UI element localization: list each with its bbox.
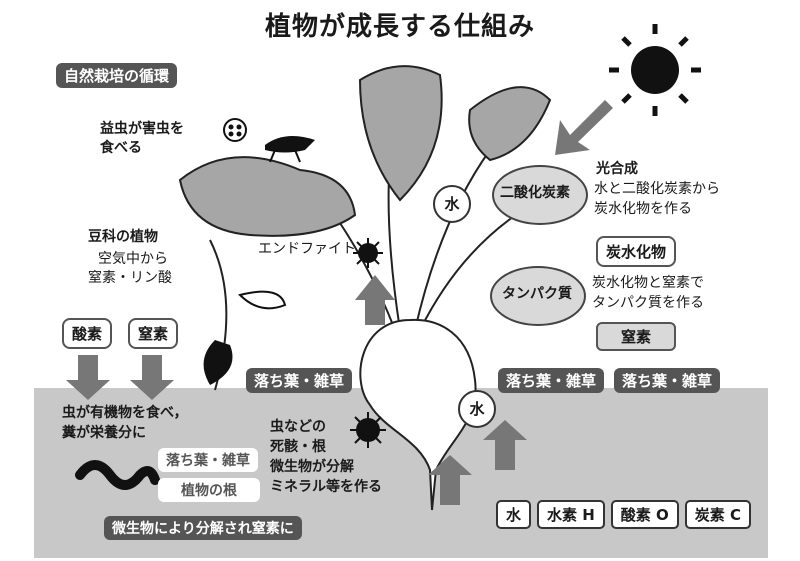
photosynthesis-line-2: 炭水化物を作る (594, 201, 692, 217)
section-label: 自然栽培の循環 (56, 63, 178, 88)
legume-line-2: 窒素・リン酸 (88, 270, 172, 286)
leaf-center (358, 65, 443, 202)
decomp-line-2: 死骸・根 (270, 439, 326, 455)
pea-plant-icon (203, 239, 287, 391)
decomp-line-3: 微生物が分解 (270, 459, 354, 475)
soil-insect-line-1: 虫が有機物を食べ， (62, 405, 188, 421)
grasshopper-icon (265, 136, 315, 163)
water-up-arrow-1 (428, 455, 472, 505)
sunlight-arrow (555, 100, 613, 155)
bottom-label: 微生物により分解され窒素に (104, 516, 302, 540)
co2-bubble (492, 165, 588, 225)
protein-desc-line-1: 炭水化物と窒素で (592, 275, 704, 291)
water-circle-soil: 水 (458, 390, 496, 428)
legume-heading: 豆科の植物 (88, 229, 158, 245)
oxygen-down-arrow (66, 355, 110, 400)
soil-insect-line-2: 糞が栄養分に (62, 425, 146, 441)
water-up-arrow-2 (483, 420, 527, 470)
nitrogen-down-arrow (130, 355, 174, 400)
page-title: 植物が成長する仕組み (264, 12, 535, 42)
element-hydrogen: 水素 H (537, 500, 605, 529)
element-water: 水 (496, 500, 532, 529)
protein-desc-line-2: タンパク質を作る (592, 295, 704, 311)
worm-icon (75, 460, 160, 490)
element-carbon: 炭素 C (684, 500, 752, 529)
element-oxygen: 酸素 O (610, 500, 679, 529)
endophyte-label: エンドファイト (258, 241, 356, 257)
nitrogen-box: 窒素 (596, 322, 676, 351)
leaf-left (178, 156, 357, 237)
sun-icon (609, 24, 701, 116)
protein-bubble (490, 266, 586, 326)
turnip-bulb (359, 318, 477, 511)
fallen-leaves-tag-2: 落ち葉・雑草 (498, 368, 605, 393)
insects-line-1: 益虫が害虫を (100, 121, 184, 137)
decomp-line-1: 虫などの (270, 419, 326, 435)
roots-chip: 植物の根 (158, 478, 260, 502)
endophyte-microbe-icon (353, 238, 383, 268)
nitrogen-tag: 窒素 (128, 318, 179, 349)
co2-label: 二酸化炭素 (500, 185, 570, 201)
photosynthesis-line-1: 水と二酸化炭素から (594, 181, 720, 197)
element-row: 水 水素 H 酸素 O 炭素 C (496, 500, 752, 529)
oxygen-tag: 酸素 (62, 318, 113, 349)
water-circle-top: 水 (433, 185, 471, 223)
decomp-line-4: ミネラル等を作る (270, 479, 382, 495)
fallen-leaves-chip: 落ち葉・雑草 (158, 448, 258, 472)
protein-label: タンパク質 (502, 286, 572, 302)
fallen-leaves-tag-3: 落ち葉・雑草 (614, 368, 721, 393)
photosynthesis-heading: 光合成 (596, 161, 638, 177)
leaf-right (468, 86, 552, 162)
fallen-leaves-tag-1: 落ち葉・雑草 (246, 368, 353, 393)
legume-line-1: 空気中から (98, 251, 168, 267)
growth-arrow (355, 275, 395, 325)
ladybug-icon (223, 118, 247, 142)
carbohydrate-tag: 炭水化物 (596, 236, 677, 267)
soil-microbe-icon (350, 412, 386, 448)
insects-line-2: 食べる (100, 140, 142, 156)
